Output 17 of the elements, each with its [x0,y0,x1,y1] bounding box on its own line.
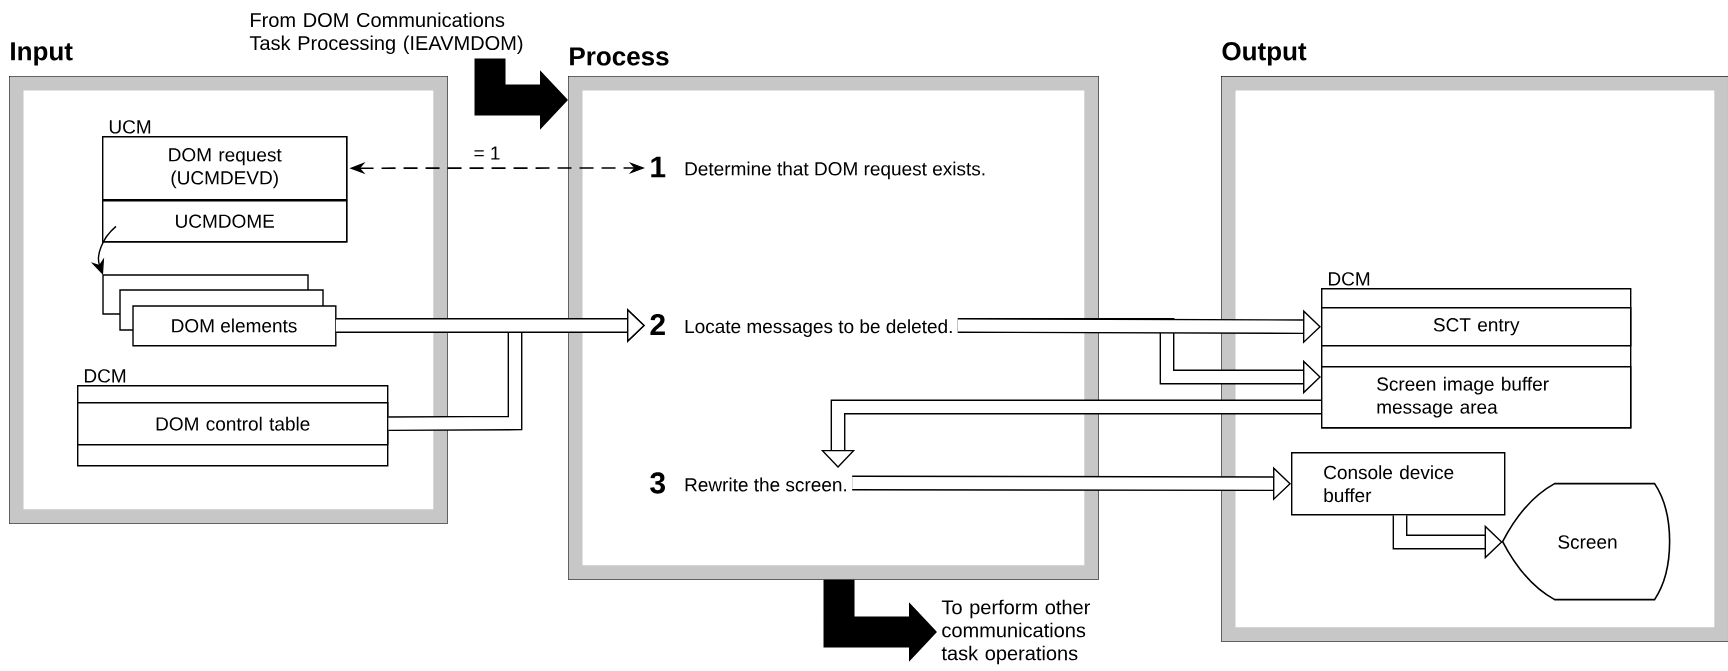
node-label: Input [11,42,73,66]
process-step: 3 Rewrite the screen. [650,472,846,494]
edge-label: = 1 [471,144,503,162]
record-field: DOM request (UCMDEVD) [102,136,348,201]
record-field: Screen image buffer message area [1321,366,1632,429]
annotation-text: From DOM Communications Task Processing (IEAVMDOM) [249,12,523,55]
node-label: Output [1222,42,1307,66]
node-label: DCM [1328,272,1370,286]
process-step: 2 Locate messages to be deleted. [650,314,952,337]
node-label: UCM [109,120,151,134]
node-label: Process [570,47,669,66]
stacked-record-box: DOM elements [102,274,337,347]
record-field: DOM control table [77,402,389,446]
record-field: UCMDOME [102,200,348,243]
process-step: 1 Determine that DOM request exists. [651,156,985,180]
node-label: DCM [84,369,126,383]
annotation-text: To perform other communications task operations [941,599,1090,665]
